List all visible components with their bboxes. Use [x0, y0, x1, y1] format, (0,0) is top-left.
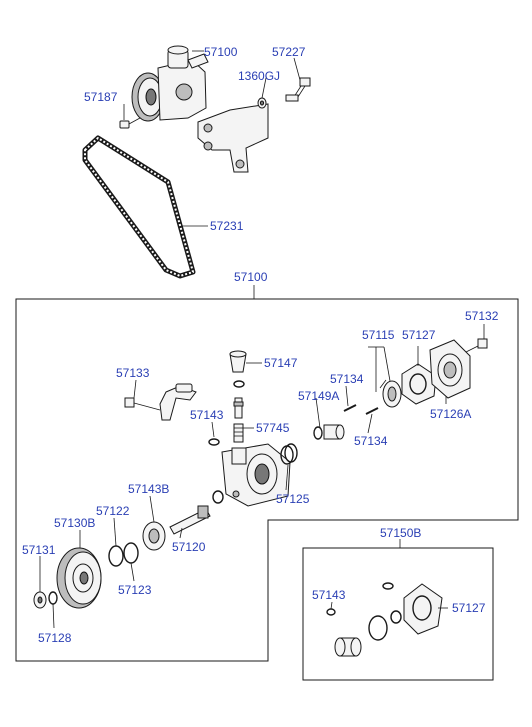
housing-illustration [221, 443, 291, 507]
label-57133: 57133 [116, 366, 150, 380]
label-57100-box: 57100 [234, 270, 268, 284]
pulley-57130b-illustration [56, 547, 102, 609]
o-ring-57143-illustration [208, 438, 220, 446]
label-57187: 57187 [84, 90, 118, 104]
leader-lines [39, 50, 485, 629]
pins-57134-illustration [343, 404, 379, 415]
label-57134-lower: 57134 [354, 434, 388, 448]
label-57227: 57227 [272, 45, 306, 59]
kit-o-ring-medium-illustration [390, 610, 402, 624]
label-57134-upper: 57134 [330, 372, 364, 386]
kit-o-ring-large-illustration [368, 615, 388, 641]
label-57150b: 57150B [380, 526, 421, 540]
nut-57131-illustration [33, 591, 47, 609]
seal-57122-illustration [108, 545, 124, 567]
label-57127-kit: 57127 [452, 601, 486, 615]
label-57100-top: 57100 [204, 45, 238, 59]
cam-ring-57149a-illustration [323, 424, 345, 440]
label-57143-kit: 57143 [312, 588, 346, 602]
label-57149a: 57149A [298, 389, 339, 403]
label-57130b: 57130B [54, 516, 95, 530]
kit-o-ring-top-illustration [382, 582, 394, 590]
spring-57745-illustration [233, 423, 244, 443]
washer-57128-illustration [48, 591, 58, 605]
o-rings-57125-illustration [280, 443, 298, 465]
kit-cam-ring-illustration [334, 637, 362, 657]
label-57115: 57115 [362, 328, 395, 342]
label-57143b: 57143B [128, 482, 169, 496]
bracket-illustration [197, 103, 269, 173]
bolt-57133-illustration [124, 397, 161, 411]
bolt-57132-illustration [465, 338, 488, 353]
label-57126a: 57126A [430, 407, 471, 421]
label-57123: 57123 [118, 583, 152, 597]
pump-assembly-illustration [131, 45, 209, 122]
label-57127-main: 57127 [402, 328, 436, 342]
label-57147: 57147 [264, 356, 298, 370]
label-57122: 57122 [96, 504, 130, 518]
pressure-fitting-57147-illustration [229, 350, 247, 373]
label-57120: 57120 [172, 540, 206, 554]
seal-ring-small-illustration [212, 490, 224, 504]
label-57132: 57132 [465, 309, 499, 323]
o-ring-top-illustration [233, 380, 245, 388]
bolt-57227-illustration [285, 77, 311, 102]
v-belt-57231-illustration [82, 135, 196, 279]
kit-57150b-box [302, 547, 494, 681]
label-57231: 57231 [210, 219, 244, 233]
washer-1360gj-illustration [257, 97, 267, 109]
valve-spool-illustration [233, 397, 244, 419]
rotor-57115-illustration [379, 379, 402, 408]
kit-gasket-illustration [403, 583, 443, 635]
snap-ring-57123-illustration [123, 542, 139, 564]
o-ring-57149a-small-illustration [313, 426, 323, 440]
bolt-57187-illustration [119, 117, 141, 129]
label-57131: 57131 [22, 543, 56, 557]
label-57745: 57745 [256, 421, 290, 435]
suction-pipe-57133-illustration [159, 383, 197, 421]
cover-57126a-illustration [429, 339, 471, 399]
assembly-57100-box [15, 298, 519, 662]
label-57125: 57125 [276, 492, 310, 506]
label-57143-main: 57143 [190, 408, 224, 422]
shaft-57120-illustration [169, 505, 211, 535]
bearing-57143b-illustration [142, 521, 166, 551]
kit-o-ring-small-illustration [326, 608, 336, 616]
label-1360gj: 1360GJ [238, 69, 280, 83]
label-57128: 57128 [38, 631, 72, 645]
